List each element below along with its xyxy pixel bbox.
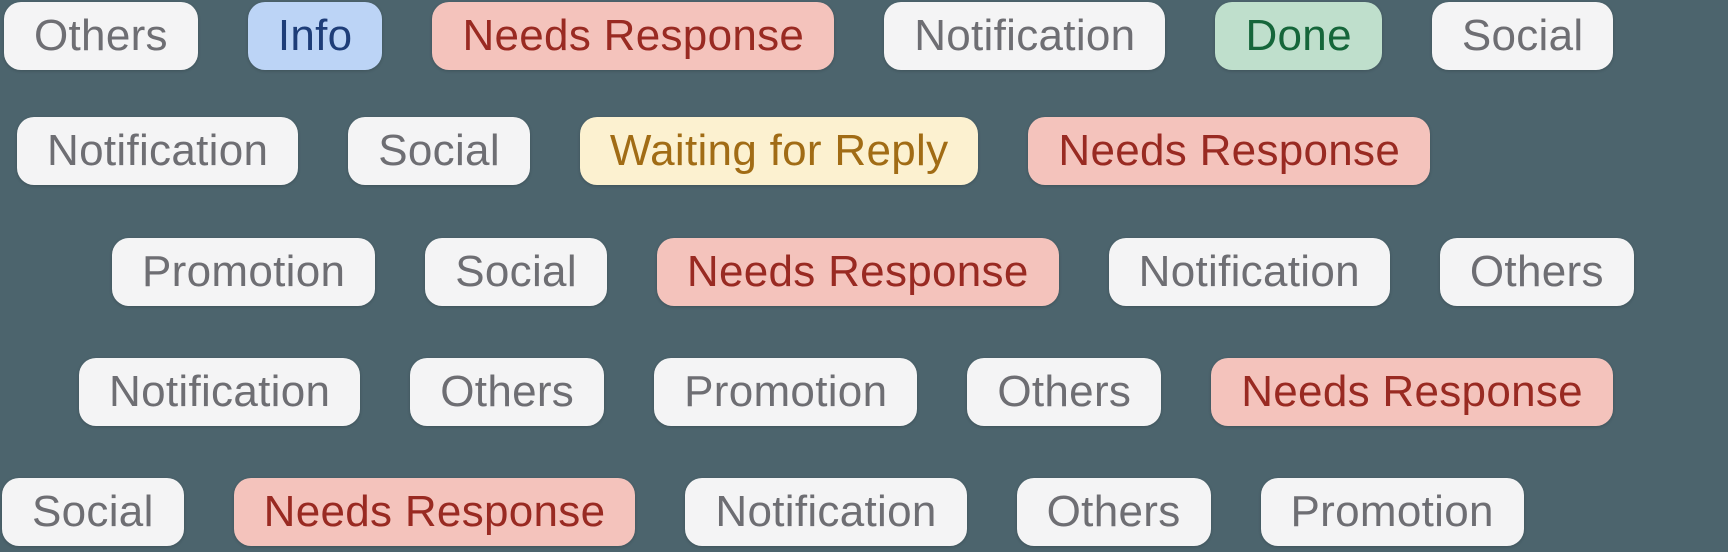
tag-notification[interactable]: Notification xyxy=(884,2,1166,70)
tag-info[interactable]: Info xyxy=(247,2,383,70)
tag-row-4: Notification Others Promotion Others Needs R… xyxy=(79,358,1613,426)
tag-done[interactable]: Done xyxy=(1215,2,1382,70)
tag-row-2: Notification Social Waiting for Reply Needs… xyxy=(17,117,1431,185)
tag-promotion[interactable]: Promotion xyxy=(112,238,376,306)
tag-social[interactable]: Social xyxy=(1431,2,1614,70)
tag-promotion[interactable]: Promotion xyxy=(1260,478,1524,546)
tag-row-1: Others Info Needs Response Notification Done… xyxy=(4,2,1614,70)
tag-row-3: Promotion Social Needs Response Notificatio… xyxy=(112,238,1634,306)
tag-promotion[interactable]: Promotion xyxy=(654,358,918,426)
tag-others[interactable]: Others xyxy=(1439,238,1634,306)
tag-needs-response[interactable]: Needs Response xyxy=(432,2,835,70)
tag-needs-response[interactable]: Needs Response xyxy=(1028,117,1431,185)
tag-row-5: Social Needs Response Notification Others Pr… xyxy=(2,478,1524,546)
tag-waiting-for-reply[interactable]: Waiting for Reply xyxy=(579,117,979,185)
tag-social[interactable]: Social xyxy=(348,117,530,185)
tag-others[interactable]: Others xyxy=(967,358,1162,426)
tag-others[interactable]: Others xyxy=(410,358,605,426)
tag-notification[interactable]: Notification xyxy=(1108,238,1390,306)
tag-social[interactable]: Social xyxy=(2,478,184,546)
tag-needs-response[interactable]: Needs Response xyxy=(656,238,1059,306)
tag-social[interactable]: Social xyxy=(425,238,607,306)
tag-others[interactable]: Others xyxy=(4,2,198,70)
tag-notification[interactable]: Notification xyxy=(79,358,361,426)
tag-needs-response[interactable]: Needs Response xyxy=(1211,358,1613,426)
tag-notification[interactable]: Notification xyxy=(17,117,299,185)
tag-others[interactable]: Others xyxy=(1016,478,1211,546)
tag-needs-response[interactable]: Needs Response xyxy=(233,478,636,546)
tag-notification[interactable]: Notification xyxy=(685,478,967,546)
